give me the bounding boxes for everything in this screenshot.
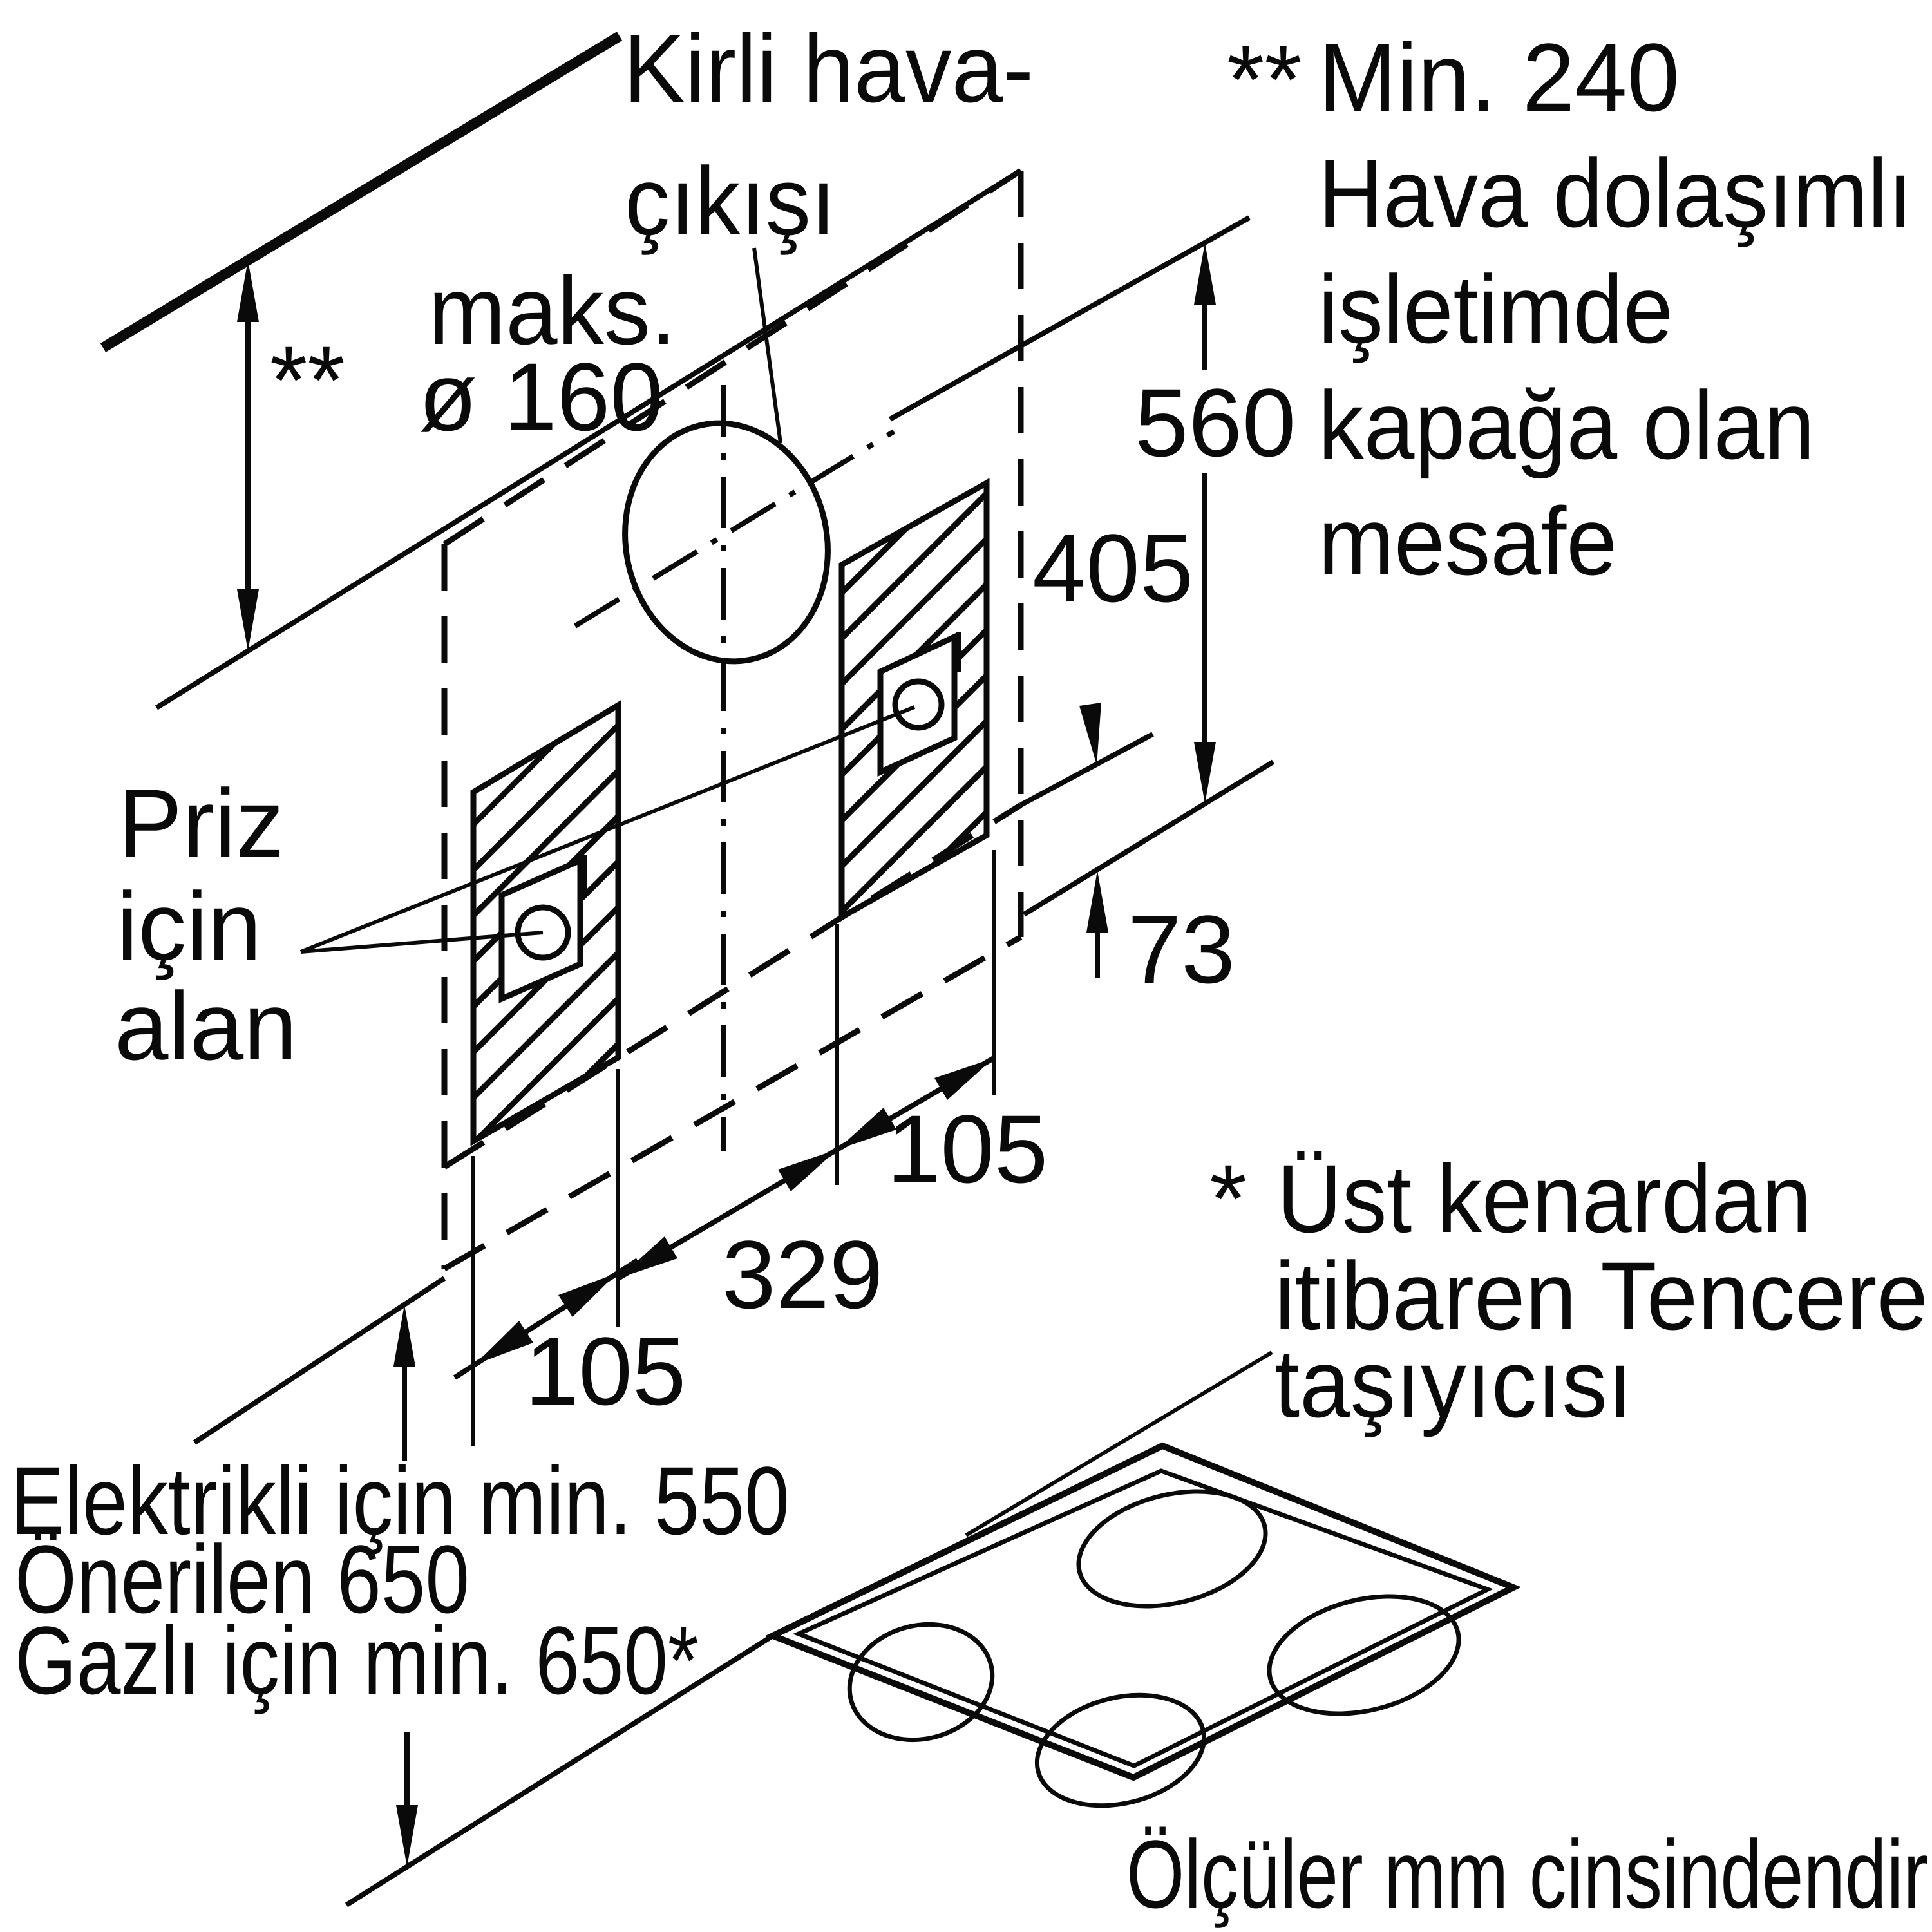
wall-top-edge <box>155 168 1023 710</box>
arrowhead-upright-icon <box>934 1058 994 1100</box>
arrowhead-up-icon <box>1194 243 1216 305</box>
center-lines <box>573 385 896 1151</box>
hood-canopy-upper-edge <box>1019 732 1154 808</box>
duct-label-line1: Kirli hava- <box>623 14 1034 122</box>
hood-hidden-edge <box>442 802 1023 1170</box>
dim-405-label: 405 <box>1032 514 1193 622</box>
burner-front <box>1034 1692 1207 1808</box>
socket-label-line2: için <box>117 872 261 980</box>
arrowhead-up-icon <box>1086 871 1108 933</box>
potrest-line2: itibaren Tencere <box>1274 1242 1928 1350</box>
arrowhead-down-icon <box>396 1805 418 1867</box>
dim-73-label: 73 <box>1128 895 1235 1003</box>
wall-lines <box>100 32 1275 1908</box>
arrowhead-405-icon <box>1079 703 1101 765</box>
socket-label: Priz için alan <box>115 769 298 1080</box>
dim-329-label: 329 <box>722 1220 883 1329</box>
recirc-line3: işletimde <box>1318 255 1673 363</box>
dim-105L-label: 105 <box>525 1317 686 1425</box>
clearance-line3: Gazlı için min. 650* <box>15 1606 699 1714</box>
recirc-line1: Min. 240 <box>1318 23 1680 131</box>
duct-label-line2: çıkışı <box>625 147 836 255</box>
air-outlet <box>622 247 831 665</box>
socket-label-line1: Priz <box>118 769 284 877</box>
dim-560-405: 560 405 <box>1032 243 1296 804</box>
burner-back <box>1076 1489 1268 1609</box>
potrest-marker: * <box>1209 1144 1247 1253</box>
counter-edge <box>345 1633 775 1908</box>
recirc-marker: ** <box>1227 25 1302 133</box>
plate-top-edge <box>442 168 1023 547</box>
potrest-line1: Üst kenardan <box>1277 1144 1812 1253</box>
recirc-line5: mesafe <box>1318 487 1617 595</box>
potrest-note: * Üst kenardan itibaren Tencere taşıyıcı… <box>1209 1144 1928 1437</box>
wall-bottom-edge <box>193 1276 446 1445</box>
socket-circle-right <box>892 678 945 731</box>
socket-label-line3: alan <box>115 972 298 1080</box>
recirc-line4: kapağa olan <box>1318 371 1815 479</box>
dim-ceiling-gap: ** <box>237 260 345 651</box>
dim-hob-clearance <box>393 1305 418 1867</box>
dim-73: 73 <box>1086 871 1235 1003</box>
potrest-line3: taşıyıcısı <box>1274 1329 1633 1437</box>
potrest-leader-line <box>965 1350 1273 1537</box>
cooktop-outer-edge <box>764 1442 1522 1781</box>
duct-leader-line <box>752 247 782 444</box>
hood-top-front-edge <box>889 215 1251 422</box>
dim-105R-label: 105 <box>887 1095 1048 1203</box>
arrowhead-downleft-icon <box>475 1321 533 1365</box>
socket-box-right <box>877 632 958 777</box>
burner-left <box>847 1622 995 1743</box>
units-note: Ölçüler mm cinsindendir <box>1126 1820 1928 1928</box>
duct-labels: Kirli hava- çıkışı maks. ø 160 <box>419 14 1034 451</box>
recirc-note: ** Min. 240 Hava dolaşımlı işletimde kap… <box>1227 23 1913 595</box>
socket-box-left <box>498 856 583 1003</box>
arrowhead-up-icon <box>237 260 259 322</box>
cooktop <box>764 1350 1522 1808</box>
recirc-line2: Hava dolaşımlı <box>1318 139 1913 247</box>
dim-560-label: 560 <box>1135 368 1296 477</box>
arrowhead-downleft-icon <box>618 1236 677 1278</box>
mounting-plate-outline <box>441 168 1024 1271</box>
plate-bottom-edge <box>442 934 1023 1271</box>
clearance-line2: Önerilen 650 <box>15 1525 469 1633</box>
burner-right <box>1267 1594 1461 1716</box>
clearance-line1: Elektrikli için min. 550 <box>10 1446 790 1555</box>
dim-hole-spacing: 105 329 105 <box>453 850 1048 1446</box>
socket-circle-left <box>515 904 571 961</box>
duct-hole-circle <box>622 420 831 665</box>
arrowhead-down-icon <box>1194 742 1216 804</box>
arrowhead-downleft-icon <box>837 1108 896 1150</box>
ceiling-line <box>100 32 623 352</box>
arrowhead-upright-icon <box>558 1273 617 1317</box>
socket-areas <box>299 478 990 1146</box>
arrowhead-upright-icon <box>778 1150 837 1191</box>
hood-canopy-lower-edge <box>1022 759 1275 917</box>
clearance-note: Elektrikli için min. 550 Önerilen 650 Ga… <box>10 1446 790 1714</box>
arrowhead-up-icon <box>393 1305 415 1367</box>
arrowhead-down-icon <box>237 589 259 651</box>
duct-max-line2: ø 160 <box>419 343 663 451</box>
cooktop-inner-edge <box>792 1468 1493 1768</box>
duct-axis-centerline <box>573 429 896 629</box>
ceiling-gap-marker-label: ** <box>270 326 345 434</box>
socket-leader-right <box>299 705 916 954</box>
duct-max-line1: maks. <box>428 256 676 365</box>
socket-leader-left <box>300 931 544 954</box>
